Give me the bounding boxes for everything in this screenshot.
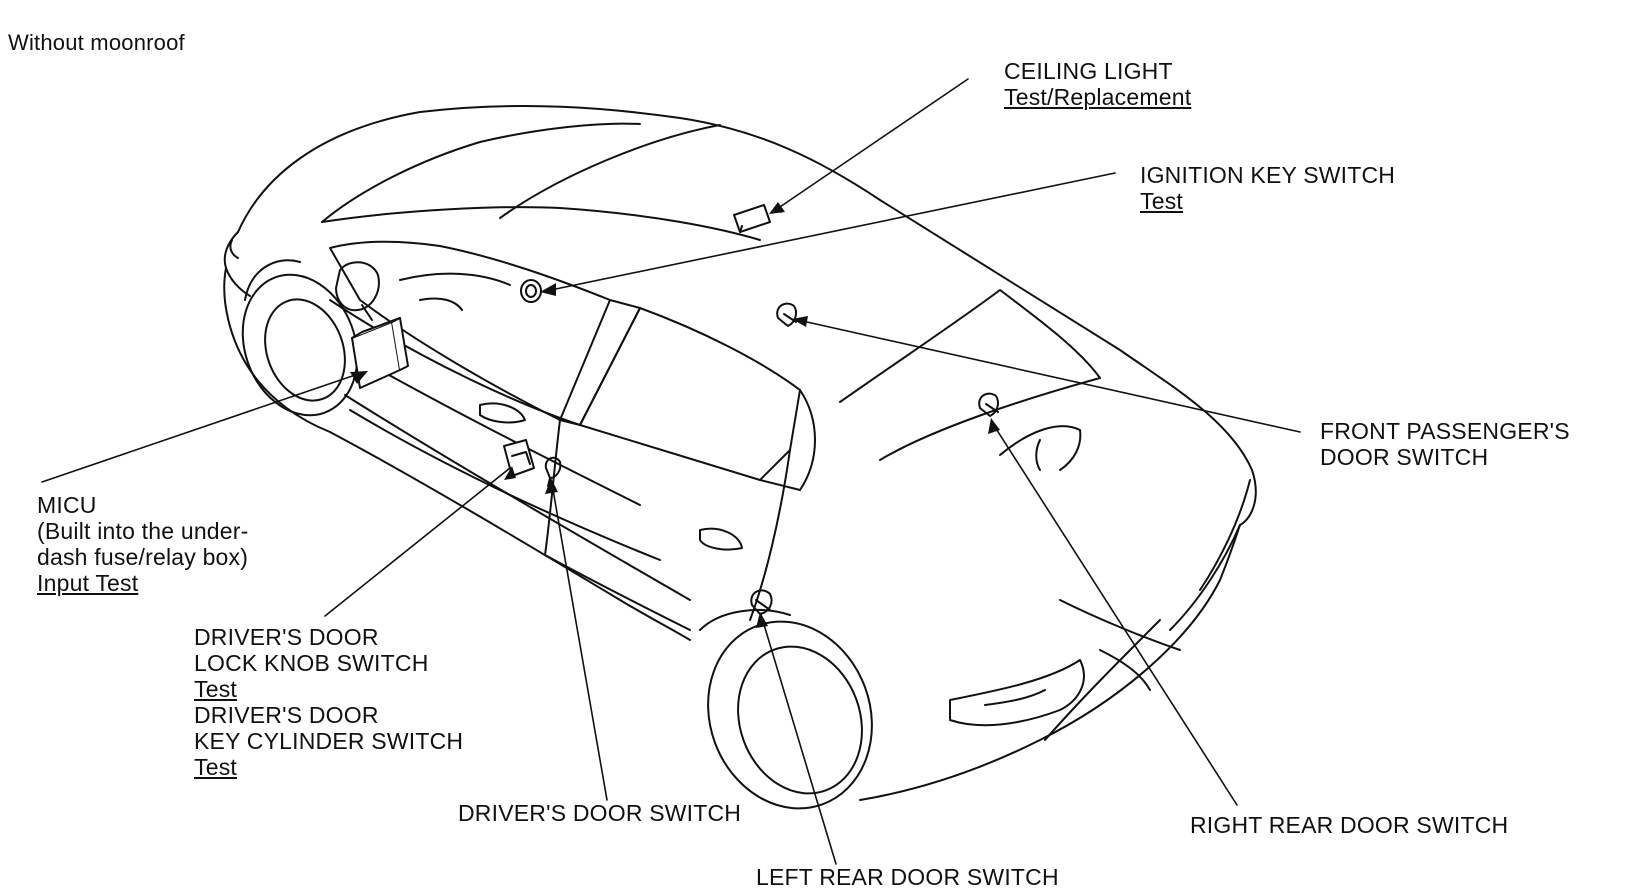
drivers-door-switch-title: DRIVER'S DOOR SWITCH (458, 800, 742, 826)
left-rear-door-switch-part (750, 589, 773, 615)
door-panels (329, 299, 791, 631)
callout-micu: MICU (Built into the under- dash fuse/re… (37, 492, 249, 596)
right-rear-door-switch-part (978, 392, 999, 417)
callout-left-rear-door-switch: LEFT REAR DOOR SWITCH (756, 864, 1059, 890)
ceiling-light-title: CEILING LIGHT (1004, 58, 1173, 84)
leader-lines (41, 78, 1301, 865)
diagram-caption: Without moonroof (8, 30, 185, 55)
front-passenger-door-switch-line2: DOOR SWITCH (1320, 444, 1489, 470)
callout-drivers-door-key-cylinder: DRIVER'S DOOR KEY CYLINDER SWITCH Test (194, 702, 463, 780)
leader-drivers-door-switch (551, 483, 608, 801)
callout-front-passenger-door-switch: FRONT PASSENGER'S DOOR SWITCH (1320, 418, 1570, 470)
callout-drivers-door-lock-knob: DRIVER'S DOOR LOCK KNOB SWITCH Test (194, 624, 429, 702)
micu-line3: dash fuse/relay box) (37, 544, 249, 570)
ignition-key-switch-link[interactable]: Test (1140, 188, 1183, 214)
key-cylinder-line2: KEY CYLINDER SWITCH (194, 728, 464, 754)
leader-left-rear-door-switch (761, 617, 837, 865)
lock-knob-line2: LOCK KNOB SWITCH (194, 650, 429, 676)
micu-title: MICU (37, 492, 97, 518)
leader-lock-knob (324, 467, 511, 617)
key-cylinder-line1: DRIVER'S DOOR (194, 702, 379, 728)
ignition-key-switch-part (520, 279, 542, 303)
micu-line2: (Built into the under- (37, 518, 249, 544)
front-passenger-door-switch-line1: FRONT PASSENGER'S (1320, 418, 1570, 444)
callout-ignition-key-switch: IGNITION KEY SWITCH Test (1140, 162, 1395, 214)
leader-right-rear-door-switch (992, 423, 1238, 806)
lock-knob-link[interactable]: Test (194, 676, 237, 702)
leader-front-passenger-door-switch (797, 319, 1301, 433)
callout-drivers-door-switch: DRIVER'S DOOR SWITCH (458, 800, 741, 826)
drivers-door-switch-part (544, 456, 562, 487)
micu-link[interactable]: Input Test (37, 570, 139, 596)
lock-knob-switch-part (503, 439, 535, 477)
right-rear-door-switch-title: RIGHT REAR DOOR SWITCH (1190, 812, 1509, 838)
ceiling-light-link[interactable]: Test/Replacement (1004, 84, 1192, 110)
callout-right-rear-door-switch: RIGHT REAR DOOR SWITCH (1190, 812, 1508, 838)
key-cylinder-link[interactable]: Test (194, 754, 237, 780)
ignition-key-switch-title: IGNITION KEY SWITCH (1140, 162, 1396, 188)
leader-micu (41, 371, 365, 483)
arrowheads (350, 202, 1000, 628)
car-body-outline (223, 104, 1257, 801)
front-wheel (241, 259, 359, 417)
side-mirror (335, 261, 380, 321)
ceiling-light-part (733, 204, 771, 233)
left-rear-door-switch-title: LEFT REAR DOOR SWITCH (756, 864, 1059, 890)
callout-ceiling-light: CEILING LIGHT Test/Replacement (1004, 58, 1191, 110)
lock-knob-line1: DRIVER'S DOOR (194, 624, 379, 650)
leader-ceiling-light (773, 78, 969, 212)
leader-ignition-key-switch (545, 172, 1116, 292)
rear-wheel (699, 609, 873, 810)
front-passenger-door-switch-part (776, 302, 797, 327)
